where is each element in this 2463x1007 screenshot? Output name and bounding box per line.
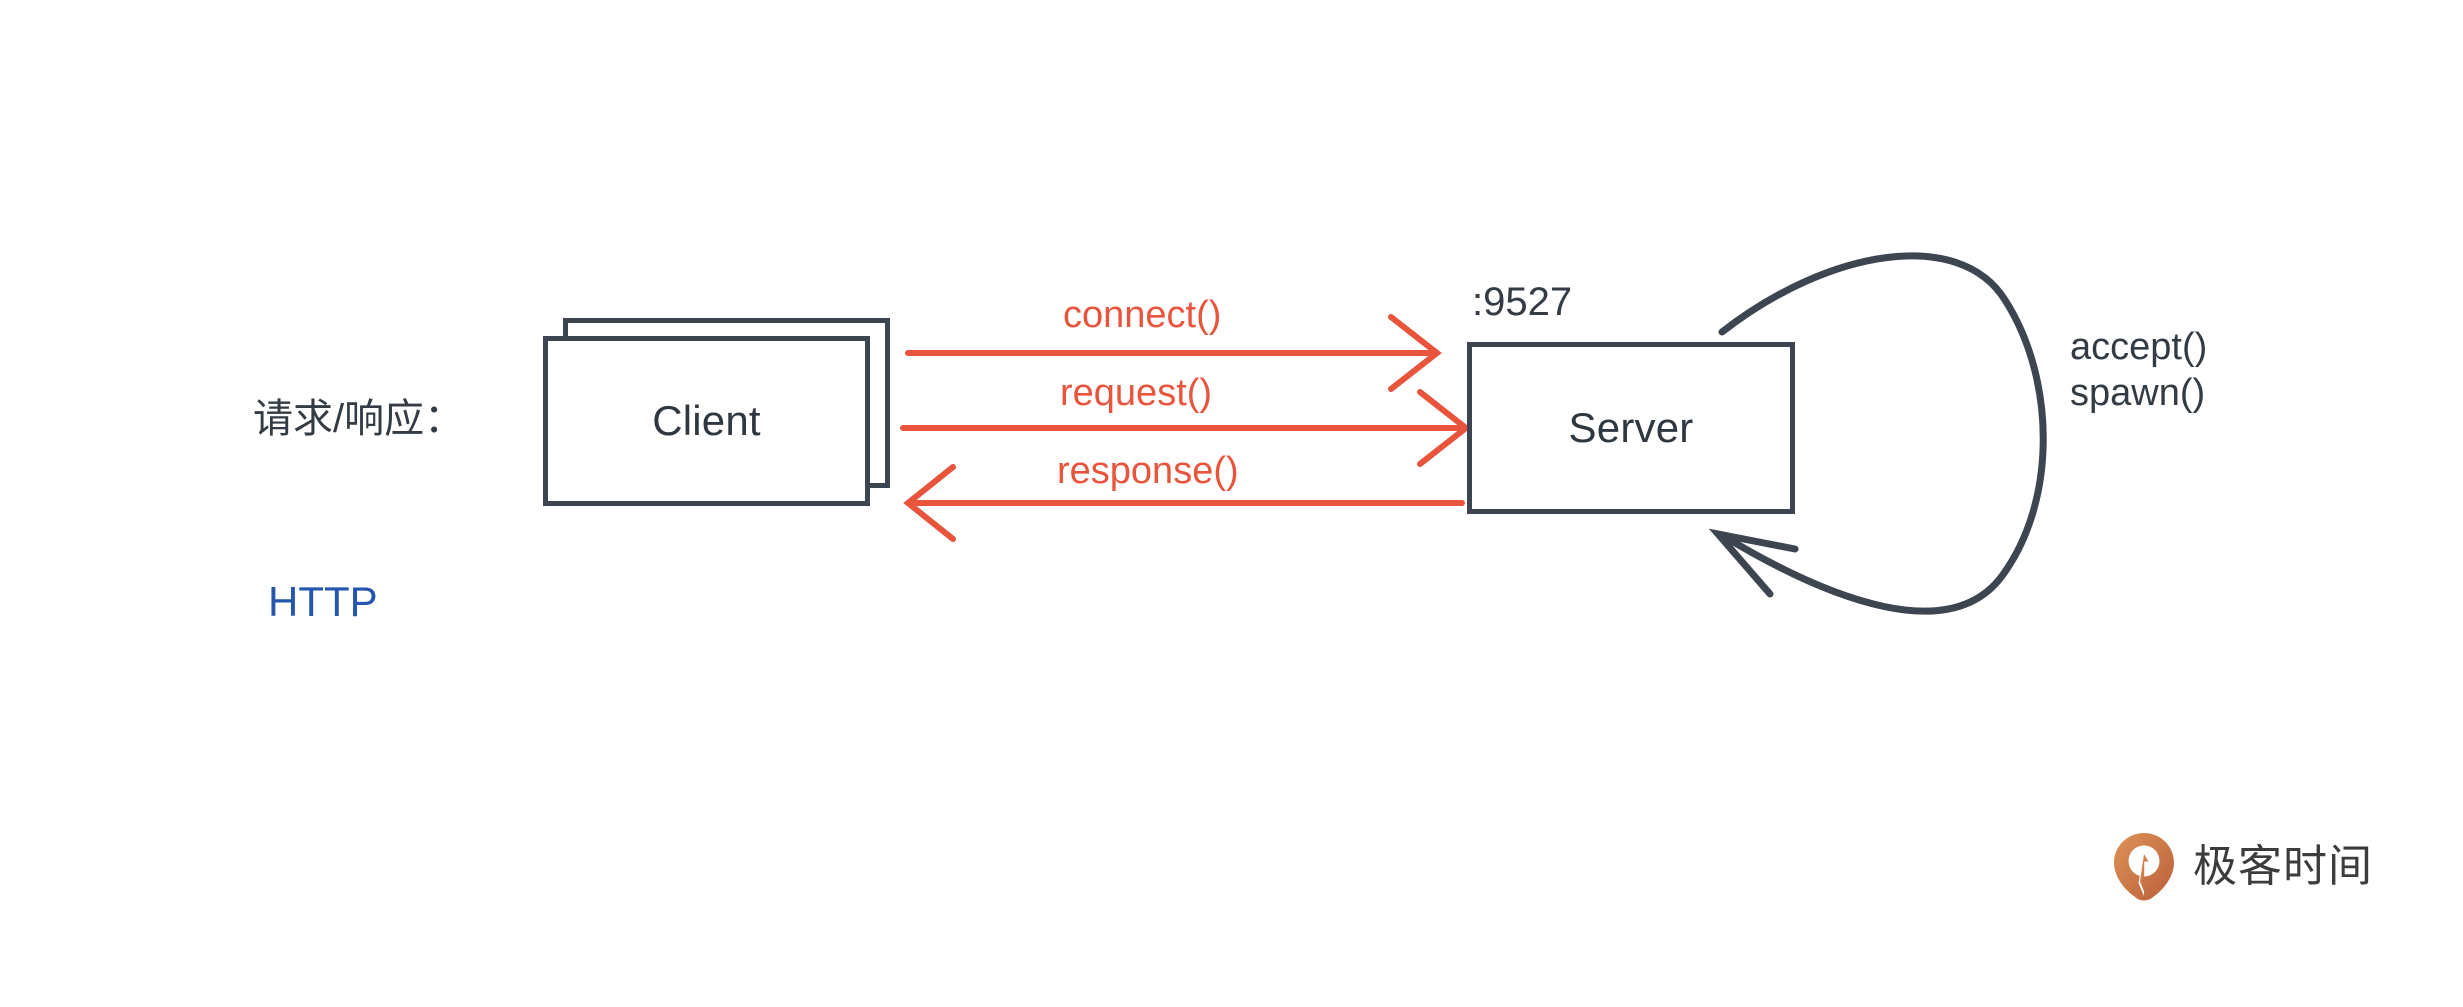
arrow-request-label: request()	[1060, 372, 1213, 414]
arrow-connect-label: connect()	[1063, 294, 1222, 336]
client-box-label: Client	[652, 397, 761, 444]
request-response-label: 请求/响应：	[253, 397, 465, 441]
geektime-pin-icon	[2114, 833, 2174, 901]
protocol-label: HTTP	[268, 578, 378, 625]
arrow-response-label: response()	[1057, 450, 1239, 492]
server-box-label: Server	[1568, 404, 1694, 451]
server-port-label: :9527	[1472, 280, 1573, 324]
server-box[interactable]: Server	[1467, 342, 1795, 514]
client-box[interactable]: Client	[543, 336, 870, 506]
loop-label-line-accept: accept()	[2070, 326, 2208, 368]
loop-label-line-spawn: spawn()	[2070, 372, 2206, 415]
brand-wordmark: 极客时间	[2193, 842, 2373, 891]
brand-logo: 极客时间	[2113, 832, 2373, 902]
loop-accept-spawn-label: accept()spawn()	[2070, 324, 2207, 417]
